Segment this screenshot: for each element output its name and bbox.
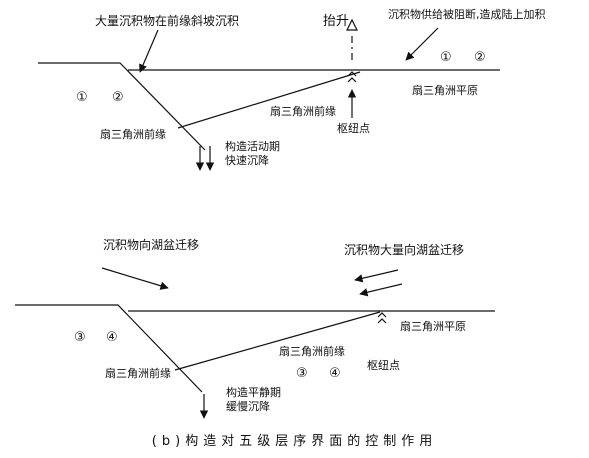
bottom-diagram (15, 267, 495, 419)
figure-caption: (b)构造对五级层序界面的控制作用 (151, 434, 438, 449)
top-label-plain: 扇三角洲平原 (412, 84, 478, 97)
top-uplift-triangle (346, 18, 358, 31)
top-hinge-chevron-2 (347, 77, 357, 83)
bottom-label-front-mid: 扇三角洲前缘 (279, 345, 345, 358)
top-marker-right-2: ② (474, 50, 486, 65)
bottom-marker-left-3: ③ (74, 330, 86, 345)
top-label-subsidence-2: 快速沉降 (225, 154, 269, 167)
top-label-front-left: 扇三角洲前缘 (100, 128, 166, 141)
bottom-label-subsidence-2: 缓慢沉降 (226, 400, 270, 413)
bottom-migrate-right-arrow-1 (354, 269, 399, 283)
top-diagram (38, 18, 500, 171)
top-marker-left-1: ① (76, 90, 88, 105)
bottom-basin-outline (15, 304, 203, 393)
bottom-label-hinge: 枢纽点 (367, 359, 400, 372)
top-label-hinge: 枢纽点 (337, 122, 370, 135)
bottom-label-subsidence-1: 构造平静期 (226, 386, 281, 399)
top-label-uplift: 抬升 (323, 14, 350, 29)
top-label-subsidence-1: 构造活动期 (225, 140, 280, 153)
top-marker-left-2: ② (112, 90, 124, 105)
top-slope-arrow (139, 29, 159, 73)
bottom-front-line (174, 311, 381, 371)
top-label-supply-cut: 沉积物供给被阻断,造成陆上加积 (388, 8, 546, 21)
bottom-label-migrate-right: 沉积物大量向湖盆迁移 (344, 243, 465, 257)
top-hinge-chevron-1 (347, 71, 357, 77)
top-supply-arrow (405, 27, 439, 61)
bottom-label-plain: 扇三角洲平原 (400, 320, 466, 333)
bottom-migrate-right-arrow-2 (359, 283, 403, 297)
bottom-marker-left-4: ④ (106, 330, 118, 345)
bottom-label-migrate-left: 沉积物向湖盆迁移 (103, 238, 200, 252)
top-label-sediment-slope: 大量沉积物在前缘斜坡沉积 (95, 14, 240, 28)
bottom-label-front-left: 扇三角洲前缘 (105, 367, 171, 380)
bottom-hinge-chevron-1 (377, 312, 387, 318)
top-front-line (177, 71, 361, 129)
bottom-migrate-left-arrow (101, 267, 169, 290)
bottom-marker-mid-3: ③ (296, 366, 308, 381)
top-label-front-mid: 扇三角洲前缘 (270, 105, 336, 118)
bottom-hinge-chevron-2 (377, 318, 387, 324)
top-marker-right-1: ① (440, 50, 452, 65)
top-basin-outline (38, 62, 206, 151)
bottom-marker-mid-4: ④ (329, 366, 341, 381)
